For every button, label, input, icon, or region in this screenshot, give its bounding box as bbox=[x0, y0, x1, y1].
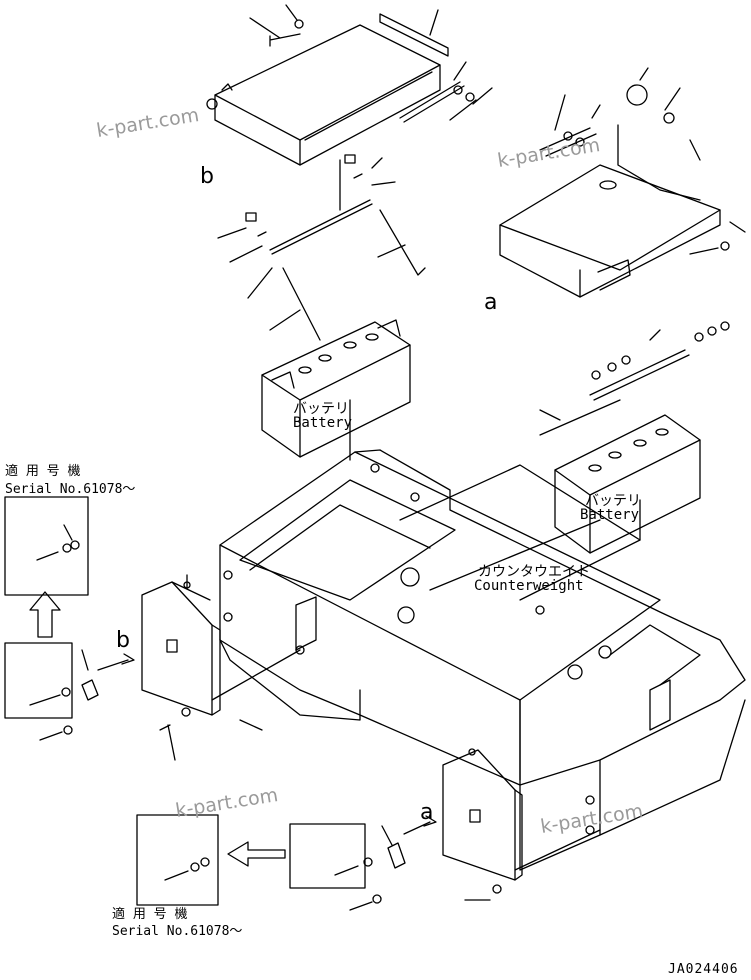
counterweight-label-en: Counterweight bbox=[474, 578, 584, 594]
detail-arrow-left bbox=[228, 842, 285, 866]
battery-left bbox=[262, 320, 410, 457]
battery-right-label-ja: バッテリ bbox=[585, 493, 641, 509]
side-cover-left bbox=[142, 575, 300, 760]
counterweight-label-ja: カウンタウエイト bbox=[478, 564, 590, 580]
battery-right-label-en: Battery bbox=[580, 507, 640, 523]
drawing-reference: JA024406 bbox=[668, 962, 739, 977]
view-label-a-top: a bbox=[484, 290, 498, 315]
side-cover-right bbox=[443, 749, 600, 900]
serial-label-en-bottom: Serial No.61078～ bbox=[112, 924, 243, 939]
battery-left-label-ja: バッテリ bbox=[293, 401, 349, 417]
view-label-b-top: b bbox=[200, 164, 214, 189]
detail-box-left-main bbox=[5, 643, 134, 740]
battery-cover-right bbox=[500, 68, 745, 297]
battery-clamp-rods bbox=[218, 155, 425, 340]
battery-cover-left bbox=[207, 5, 492, 165]
view-label-a-detail: a bbox=[420, 800, 434, 825]
detail-box-bottom-serial bbox=[137, 815, 218, 905]
battery-left-label-en: Battery bbox=[293, 415, 353, 431]
detail-box-bottom-main bbox=[290, 816, 436, 910]
serial-label-en-left: Serial No.61078～ bbox=[5, 482, 136, 497]
detail-arrow-up bbox=[30, 592, 60, 637]
serial-label-ja-left: 適 用 号 機 bbox=[5, 464, 81, 479]
view-label-b-detail: b bbox=[116, 628, 130, 653]
counterweight bbox=[220, 400, 745, 870]
serial-label-ja-bottom: 適 用 号 機 bbox=[112, 907, 188, 922]
detail-box-left-serial bbox=[5, 497, 88, 595]
